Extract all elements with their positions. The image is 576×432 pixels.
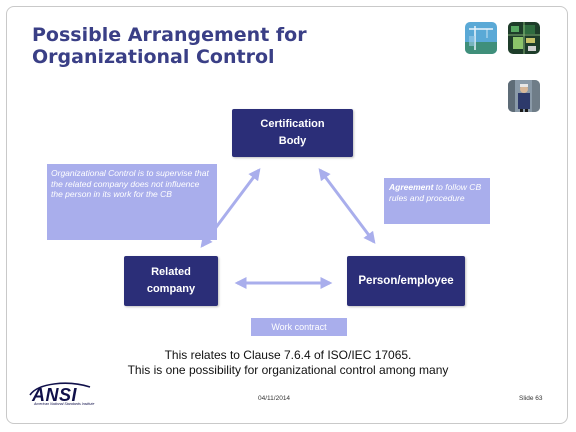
agreement-note: Agreement to follow CB rules and procedu… [384,178,490,224]
construction-crane-photo [465,22,497,54]
work-contract-label: Work contract [251,318,347,336]
title-line-1: Possible Arrangement for [32,24,307,46]
slide-title: Possible Arrangement for Organizational … [32,24,352,68]
certification-body-line-1: Certification [260,118,325,130]
caption-line-2: This is one possibility for organization… [127,363,449,377]
related-company-line-2: company [146,283,196,295]
slide-number: Slide 63 [519,395,543,402]
organizational-control-note: Organizational Control is to supervise t… [47,164,217,240]
ansi-logo-swoosh-icon [29,382,91,396]
ansi-logo: ANSI American National Standards Institu… [28,381,98,411]
person-employee-label: Person/employee [358,274,454,287]
caption-line-1: This relates to Clause 7.6.4 of ISO/IEC … [164,348,412,362]
ansi-logo-text: ANSI [32,385,78,405]
agreement-bold-text: Agreement [389,182,434,192]
related-company-line-1: Related [151,266,191,278]
related-company-box: Related company [124,256,218,306]
ansi-logo-tagline: American National Standards Institute [34,402,95,406]
agreement-rest-text: to follow CB rules and procedure [389,182,482,203]
person-employee-box: Person/employee [347,256,465,306]
footer-date: 04/11/2014 [258,395,291,402]
circuit-board-photo [508,22,540,54]
certification-body-box: Certification Body [232,109,353,157]
certification-body-line-2: Body [278,135,307,147]
arrow-cb-to-person [318,168,376,244]
worker-photo [508,80,540,112]
title-line-2: Organizational Control [32,46,275,68]
